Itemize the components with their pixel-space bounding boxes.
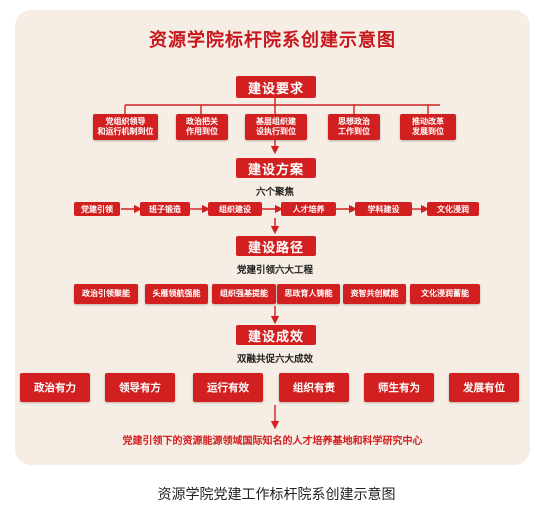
project-box-3: 组织强基提能 (212, 284, 276, 304)
focus-tag-5: 学科建设 (355, 202, 412, 216)
outcome-box-1: 政治有力 (20, 373, 90, 402)
figure-caption: 资源学院党建工作标杆院系创建示意图 (157, 487, 396, 503)
project-box-6: 文化浸润蓄能 (410, 284, 480, 304)
goal-statement: 党建引领下的资源能源领域国际知名的人才培养基地和科学研究中心 (122, 436, 423, 447)
focus-tag-6: 文化浸润 (427, 202, 479, 216)
section-title-path: 建设路径 (236, 236, 316, 256)
focus-tag-4: 人才培养 (281, 202, 336, 216)
outcome-box-5: 师生有为 (364, 373, 434, 402)
outcome-box-2: 领导有方 (105, 373, 175, 402)
focus-tag-2: 班子锻造 (140, 202, 190, 216)
results-subtitle: 双融共促六大成效 (236, 354, 313, 365)
project-box-5: 资智共创赋能 (343, 284, 406, 304)
path-subtitle: 党建引领六大工程 (236, 265, 313, 276)
project-box-2: 头雁领航强能 (145, 284, 208, 304)
requirement-box-3: 基层组织建 设执行到位 (245, 114, 307, 140)
section-title-plan: 建设方案 (236, 158, 316, 178)
project-box-4: 思政育人铸能 (277, 284, 340, 304)
outcome-box-4: 组织有责 (279, 373, 349, 402)
focus-tag-3: 组织建设 (208, 202, 262, 216)
section-title-requirements: 建设要求 (236, 76, 316, 98)
requirement-box-1: 党组织领导 和运行机制到位 (93, 114, 158, 140)
requirement-box-2: 政治把关 作用到位 (176, 114, 228, 140)
plan-subtitle: 六个聚焦 (255, 187, 294, 198)
diagram-title: 资源学院标杆院系创建示意图 (149, 30, 396, 51)
project-box-1: 政治引领聚能 (74, 284, 138, 304)
requirement-box-4: 思想政治 工作到位 (328, 114, 380, 140)
outcome-box-3: 运行有效 (193, 373, 263, 402)
outcome-box-6: 发展有位 (449, 373, 519, 402)
requirement-box-5: 推动改革 发展到位 (400, 114, 456, 140)
section-title-results: 建设成效 (236, 325, 316, 345)
focus-tag-1: 党建引领 (74, 202, 120, 216)
